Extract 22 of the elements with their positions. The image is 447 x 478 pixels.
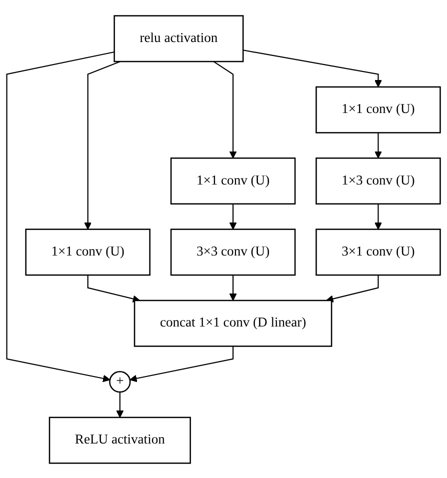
node-box: 1×1 conv (U) bbox=[25, 228, 150, 276]
arrow bbox=[229, 203, 237, 230]
node-box: concat 1×1 conv (D linear) bbox=[134, 299, 332, 346]
node-box: 1×3 conv (U) bbox=[316, 157, 441, 204]
node-box: 1×1 conv (U) bbox=[170, 157, 296, 204]
arrow bbox=[130, 346, 234, 382]
arrow bbox=[6, 50, 114, 382]
arrow bbox=[242, 49, 382, 87]
arrow bbox=[116, 392, 124, 418]
node-circle: + bbox=[109, 370, 131, 392]
arrow bbox=[374, 203, 382, 230]
arrow bbox=[374, 132, 382, 158]
node-box: 3×3 conv (U) bbox=[170, 228, 296, 276]
node-box: relu activation bbox=[114, 14, 244, 62]
arrow bbox=[213, 60, 237, 158]
node-box: ReLU activation bbox=[48, 416, 191, 464]
arrow bbox=[87, 274, 140, 302]
arrow bbox=[84, 60, 120, 230]
arrow bbox=[229, 274, 237, 300]
node-box: 1×1 conv (U) bbox=[316, 86, 441, 133]
node-box: 3×1 conv (U) bbox=[316, 228, 441, 276]
arrow bbox=[326, 274, 379, 302]
